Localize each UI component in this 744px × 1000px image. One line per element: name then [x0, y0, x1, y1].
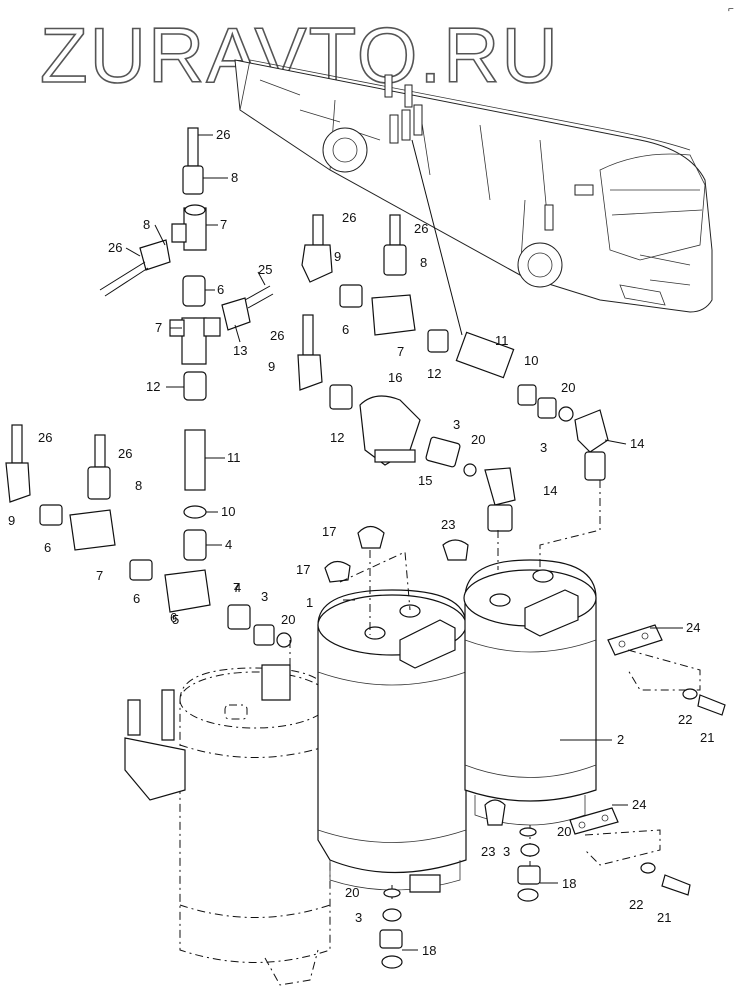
- callout: 11: [227, 450, 241, 465]
- callout: 8: [143, 217, 150, 232]
- callout: 18: [422, 943, 436, 958]
- callout: 5: [172, 612, 179, 627]
- callout: 1: [306, 595, 313, 610]
- callout: 16: [388, 370, 402, 385]
- callout: 6: [44, 540, 51, 555]
- callout: 12: [146, 379, 160, 394]
- callout: 20: [561, 380, 575, 395]
- callout: 14: [543, 483, 557, 498]
- callout: 26: [414, 221, 428, 236]
- drain-valves: [379, 827, 541, 969]
- callout: 24: [632, 797, 646, 812]
- callout: 26: [342, 210, 356, 225]
- corner-mark: ⌐: [728, 4, 734, 15]
- callout: 14: [630, 436, 644, 451]
- callout: 7: [155, 320, 162, 335]
- callout: 20: [557, 824, 571, 839]
- callout: 9: [8, 513, 15, 528]
- callout: 21: [700, 730, 714, 745]
- callout: 7: [220, 217, 227, 232]
- callout: 3: [503, 844, 510, 859]
- tank-1: [317, 525, 467, 893]
- callout: 3: [355, 910, 362, 925]
- callout: 11: [495, 333, 509, 348]
- callout: 6: [217, 282, 224, 297]
- callout: 23: [481, 844, 495, 859]
- bracket-and-bolt-parts: [569, 624, 726, 896]
- callout: 20: [471, 432, 485, 447]
- fitting-assembly-middle-row: [297, 214, 609, 532]
- bus-illustration: [234, 59, 713, 336]
- callout: 2: [617, 732, 624, 747]
- callout: 12: [427, 366, 441, 381]
- callout: 8: [135, 478, 142, 493]
- callout: 6: [342, 322, 349, 337]
- callout: 22: [678, 712, 692, 727]
- callout: 4: [234, 580, 241, 595]
- callout: 26: [38, 430, 52, 445]
- callout: 26: [270, 328, 284, 343]
- callout: 21: [657, 910, 671, 925]
- callout: 20: [281, 612, 295, 627]
- callout: 15: [418, 473, 432, 488]
- callout: 26: [216, 127, 230, 142]
- callout: 3: [261, 589, 268, 604]
- tank-left-dashed: [124, 664, 331, 986]
- callout: 20: [345, 885, 359, 900]
- tank-2: [442, 539, 597, 826]
- callout: 18: [562, 876, 576, 891]
- callout: 7: [397, 344, 404, 359]
- callout: 7: [233, 580, 240, 595]
- callout: 4: [225, 537, 232, 552]
- leader-lines: [125, 134, 266, 546]
- callout: 8: [420, 255, 427, 270]
- callout: 10: [524, 353, 538, 368]
- callout: 26: [118, 446, 132, 461]
- callout: 12: [330, 430, 344, 445]
- fitting-assembly-left-column: [99, 127, 274, 561]
- callout: 7: [96, 568, 103, 583]
- callout: 6: [170, 610, 177, 625]
- callout: 9: [334, 249, 341, 264]
- callout: 3: [540, 440, 547, 455]
- callout: 25: [258, 262, 272, 277]
- callout: 3: [453, 417, 460, 432]
- callout: 10: [221, 504, 235, 519]
- callout: 6: [133, 591, 140, 606]
- callout-labels: 26 8 7 8 26 6 25 7 13 12 11 10 4 26 9 26…: [8, 127, 714, 958]
- callout: 17: [322, 524, 336, 539]
- fitting-assembly-lower-left: [5, 424, 292, 648]
- leader-lines-right: [343, 439, 683, 951]
- callout: 8: [231, 170, 238, 185]
- callout: 23: [441, 517, 455, 532]
- callout: 13: [233, 343, 247, 358]
- callout: 26: [108, 240, 122, 255]
- callout: 24: [686, 620, 700, 635]
- callout: 22: [629, 897, 643, 912]
- callout: 17: [296, 562, 310, 577]
- callout: 9: [268, 359, 275, 374]
